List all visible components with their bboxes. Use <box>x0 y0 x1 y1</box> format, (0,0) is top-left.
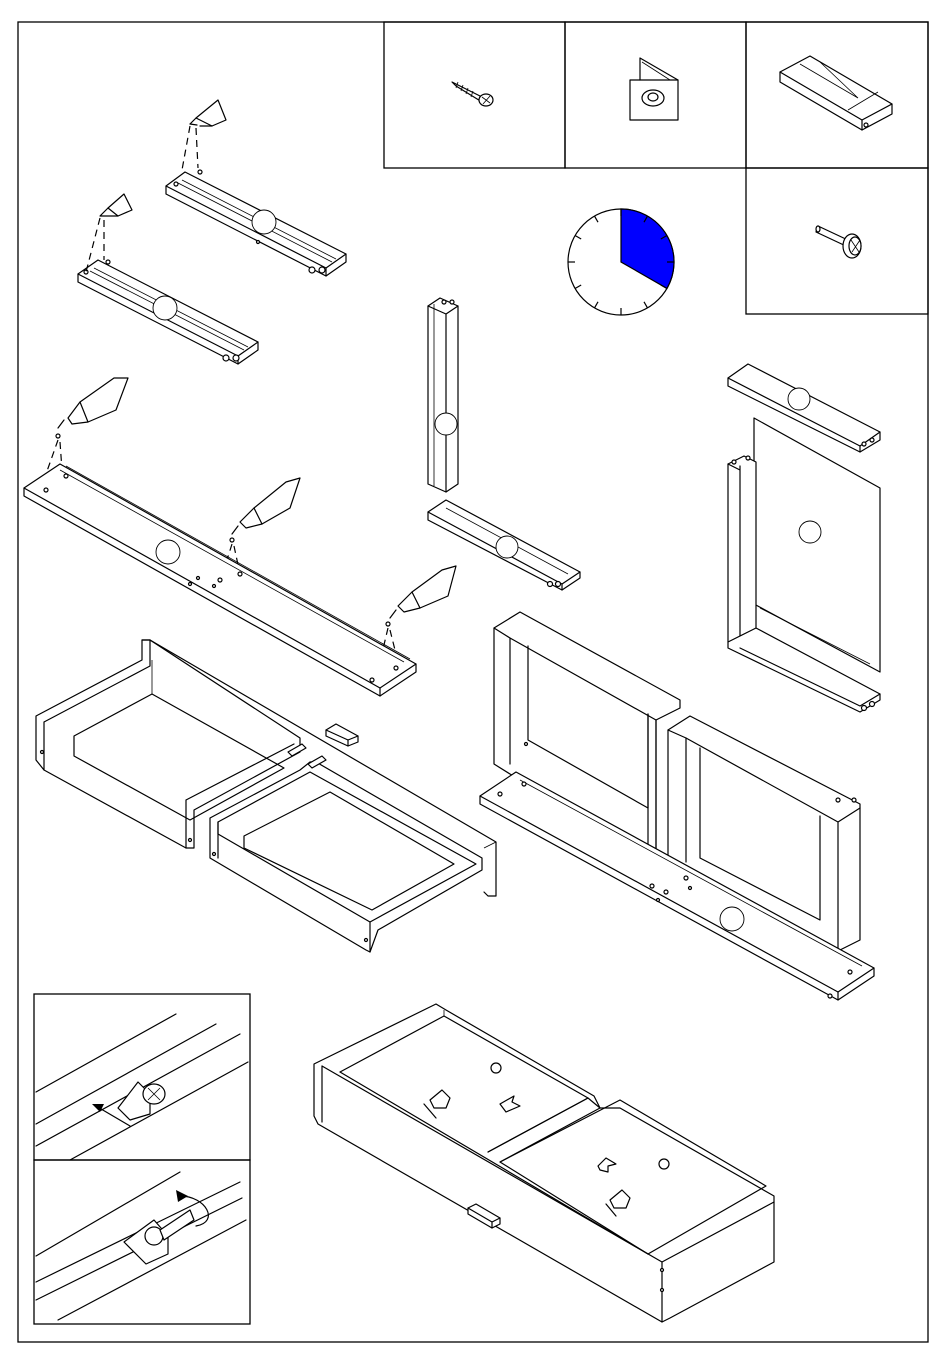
drawer-handle-icon <box>326 724 358 746</box>
corner-bracket-icon <box>630 58 678 120</box>
twin-drawer-bottom-view <box>314 1004 774 1322</box>
shelf-panel-upper <box>166 170 346 276</box>
drawer-handle-icon <box>780 56 892 130</box>
assembly-time-clock <box>568 209 674 315</box>
connector-bolt-icon <box>816 226 861 258</box>
long-base-panel <box>24 464 416 696</box>
shelf-panel-lower <box>78 260 258 364</box>
vertical-side-panel <box>428 298 458 492</box>
bracket-slide-detail <box>34 994 250 1160</box>
glue-tube-icon <box>182 100 226 170</box>
wood-screw-icon <box>452 82 493 106</box>
glue-tube-icon <box>46 378 128 474</box>
back-frame-assembly <box>728 364 880 712</box>
bolt-tighten-detail <box>34 1160 250 1324</box>
